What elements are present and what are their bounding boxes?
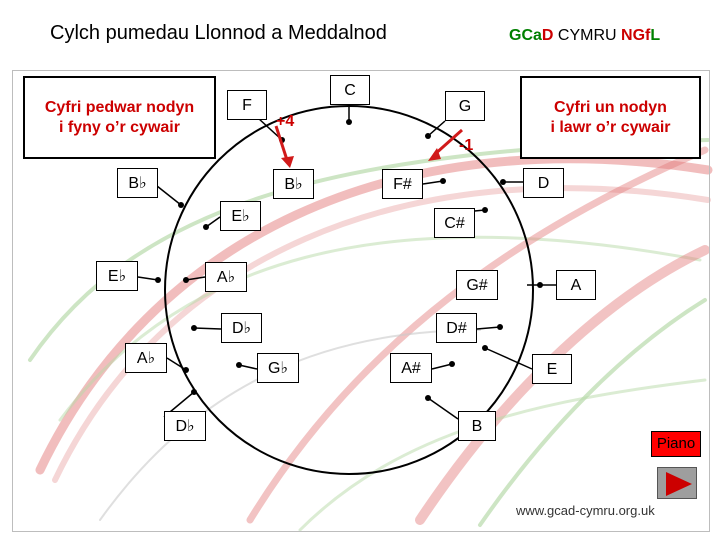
note-b-flat-outer: B♭ xyxy=(117,168,158,198)
count-down-line-2: i lawr o’r cywair xyxy=(550,119,671,136)
note-e-flat-outer: E♭ xyxy=(96,261,138,291)
piano-button[interactable]: Piano xyxy=(651,431,701,457)
note-f: F xyxy=(227,90,267,120)
page-title: Cylch pumedau Llonnod a Meddalnod xyxy=(50,22,387,44)
count-down-line-1: Cyfri un nodyn xyxy=(554,99,667,116)
note-a: A xyxy=(556,270,596,300)
plus-four-label: +4 xyxy=(276,113,295,130)
brand-l: L xyxy=(650,27,661,44)
note-d-flat-outer: D♭ xyxy=(164,411,206,441)
note-a-sharp: A# xyxy=(390,353,432,383)
note-e: E xyxy=(532,354,572,384)
note-g-sharp: G# xyxy=(456,270,498,300)
count-up-line-1: Cyfri pedwar nodyn xyxy=(44,99,195,116)
count-down-box xyxy=(520,76,701,159)
plus-four-arrow xyxy=(274,125,289,161)
note-a-flat-outer: A♭ xyxy=(125,343,167,373)
note-d: D xyxy=(523,168,564,198)
note-g-flat: G♭ xyxy=(257,353,299,383)
plus-four-arrow-head xyxy=(281,156,294,168)
play-button[interactable] xyxy=(657,467,697,499)
brand-d: D xyxy=(541,27,554,44)
play-icon-shape xyxy=(666,472,692,496)
note-b-flat-inner: B♭ xyxy=(273,169,314,199)
count-up-line-2: i fyny o’r cywair xyxy=(59,119,180,136)
minus-one-label: -1 xyxy=(459,137,474,154)
note-a-flat-inner: A♭ xyxy=(205,262,247,292)
note-c: C xyxy=(330,75,370,105)
brand-logo: GCaD CYMRU NGfL xyxy=(509,27,660,45)
brand-gca: GCa xyxy=(509,27,542,44)
note-c-sharp: C# xyxy=(434,208,475,238)
note-e-flat-inner: E♭ xyxy=(220,201,261,231)
minus-one-arrow-head xyxy=(428,148,441,161)
interval-arrows xyxy=(274,125,463,168)
note-d-sharp: D# xyxy=(436,313,477,343)
play-icon xyxy=(666,472,692,496)
note-f-sharp: F# xyxy=(382,169,423,199)
content-frame xyxy=(12,70,710,532)
brand-ngf: NGf xyxy=(621,27,651,44)
note-b: B xyxy=(458,411,496,441)
note-d-flat-inner: D♭ xyxy=(221,313,262,343)
footer-url: www.gcad-cymru.org.uk xyxy=(516,503,655,518)
count-up-box xyxy=(23,76,216,159)
minus-one-arrow xyxy=(433,128,463,157)
note-g: G xyxy=(445,91,485,121)
brand-cymru: CYMRU xyxy=(553,27,622,44)
